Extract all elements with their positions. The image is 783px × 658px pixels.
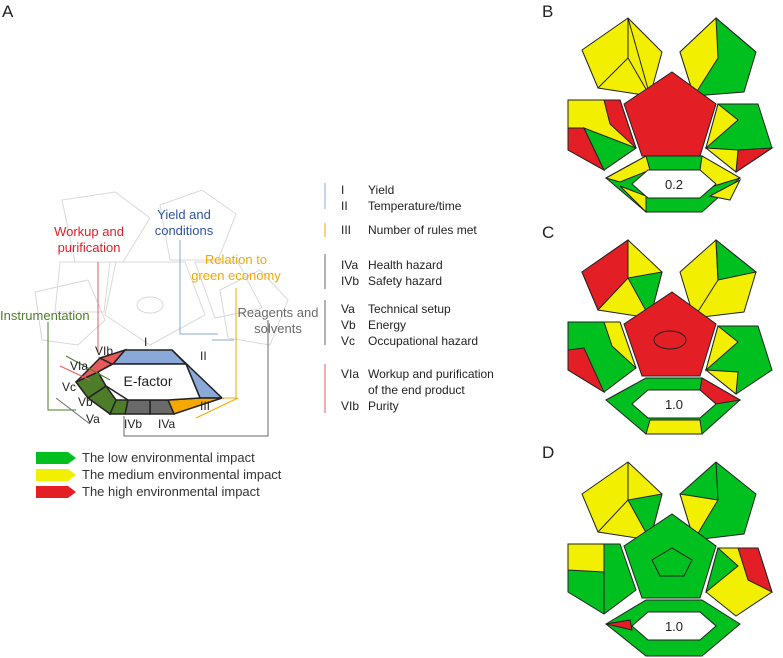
svg-text:Reagents and: Reagents and (238, 305, 319, 320)
category-instrumentation: Instrumentation (0, 308, 90, 323)
category-relation: Relation to green economy (191, 252, 281, 283)
pictogram-c (567, 238, 773, 435)
svg-text:Temperature/time: Temperature/time (368, 199, 462, 213)
legend-medium: The medium environmental impact (82, 467, 282, 482)
b-value: 0.2 (665, 177, 683, 192)
svg-text:I: I (341, 183, 344, 197)
segment-iii (166, 397, 223, 415)
key-ivb: IVb Safety hazard (341, 274, 442, 288)
svg-text:Occupational hazard: Occupational hazard (368, 334, 478, 348)
key-iii: III Number of rules met (341, 223, 477, 237)
key-vc: Vc Occupational hazard (341, 334, 478, 348)
key-via: VIa Workup and purification (341, 367, 494, 381)
panel-label-b: B (542, 2, 553, 21)
impact-legend: The low environmental impact The medium … (36, 450, 282, 499)
label-ii: II (200, 349, 207, 363)
svg-text:Va: Va (341, 302, 355, 316)
key-vib: VIb Purity (341, 399, 399, 413)
svg-text:Energy: Energy (368, 318, 406, 332)
key-i: I Yield (341, 183, 394, 197)
c-value: 1.0 (665, 397, 683, 412)
d-value: 1.0 (665, 619, 683, 634)
legend-low: The low environmental impact (82, 450, 255, 465)
pictogram-b (567, 16, 774, 214)
svg-text:Safety hazard: Safety hazard (368, 274, 442, 288)
svg-text:Vb: Vb (341, 318, 356, 332)
svg-text:Yield: Yield (368, 183, 394, 197)
label-i: I (144, 335, 147, 349)
key-iva: IVa Health hazard (341, 258, 443, 272)
e-factor-hexagon (74, 348, 224, 416)
label-ivb: IVb (124, 417, 142, 431)
svg-text:purification: purification (58, 240, 121, 255)
label-vc: Vc (62, 380, 76, 394)
label-via: VIa (70, 359, 88, 373)
svg-text:conditions: conditions (155, 223, 214, 238)
label-vib: VIb (95, 344, 113, 358)
svg-text:Number of rules met: Number of rules met (368, 223, 477, 237)
pictogram-d (567, 461, 773, 657)
key-via-cont: of the end product (368, 383, 465, 397)
svg-text:IVa: IVa (341, 258, 358, 272)
legend-arrow-low (36, 452, 76, 464)
legend-high: The high environmental impact (82, 484, 260, 499)
leader-lines (47, 240, 269, 437)
svg-text:VIa: VIa (341, 367, 359, 381)
category-reagents: Reagents and solvents (238, 305, 319, 336)
key-ii: II Temperature/time (341, 199, 462, 213)
svg-text:Yield and: Yield and (157, 207, 211, 222)
svg-text:of the end product: of the end product (368, 383, 465, 397)
svg-text:II: II (341, 199, 348, 213)
legend-arrow-medium (36, 469, 76, 481)
panel-label-d: D (542, 443, 554, 462)
svg-text:Workup and: Workup and (54, 224, 124, 239)
svg-text:Workup and purification: Workup and purification (368, 367, 494, 381)
svg-text:Purity: Purity (368, 399, 399, 413)
label-va: Va (86, 412, 100, 426)
svg-text:Technical setup: Technical setup (368, 302, 451, 316)
e-factor-label: E-factor (123, 373, 172, 389)
segment-ivb (124, 399, 151, 415)
category-yield: Yield and conditions (155, 207, 214, 238)
svg-text:Vc: Vc (341, 334, 355, 348)
panel-label-c: C (542, 223, 554, 242)
key-va: Va Technical setup (341, 302, 451, 316)
legend-arrow-high (36, 486, 76, 498)
svg-text:solvents: solvents (254, 321, 302, 336)
key-list: I Yield II Temperature/time III Number of r… (324, 183, 494, 413)
label-iva: IVa (158, 417, 175, 431)
svg-text:Health hazard: Health hazard (368, 258, 443, 272)
key-vb: Vb Energy (341, 318, 406, 332)
label-vb: Vb (78, 395, 93, 409)
svg-text:Relation to: Relation to (205, 252, 267, 267)
svg-text:III: III (341, 223, 351, 237)
label-iii: III (200, 399, 210, 413)
svg-text:green economy: green economy (191, 268, 281, 283)
category-workup: Workup and purification (54, 224, 124, 255)
panel-label-a: A (2, 2, 14, 21)
svg-text:VIb: VIb (341, 399, 359, 413)
pictogram-outline (34, 189, 289, 346)
svg-text:IVb: IVb (341, 274, 359, 288)
